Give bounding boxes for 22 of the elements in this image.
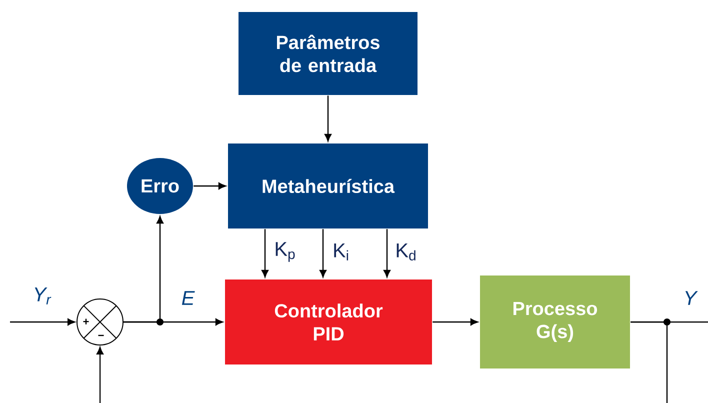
plant-box: Processo G(s)	[480, 275, 630, 368]
edge-label: Y	[682, 290, 698, 306]
controller-box: Controlador PID	[225, 279, 432, 364]
arrow	[384, 229, 390, 278]
arrow	[262, 229, 268, 278]
edge-label: K$_{p}$	[273, 241, 297, 263]
arrow	[320, 229, 326, 278]
arrow	[432, 318, 478, 326]
sign-label: +	[83, 318, 89, 324]
sign-label: −	[98, 334, 104, 336]
edge-label: K$_{i}$	[332, 242, 350, 262]
edge-label: Y$_{r}$	[32, 286, 52, 306]
arrow	[124, 216, 164, 323]
process-box: Metaheurística	[228, 144, 428, 228]
arrow	[10, 318, 75, 326]
arrow	[324, 96, 332, 142]
arrow	[194, 182, 226, 190]
edge-label: E	[180, 290, 196, 306]
arrow	[96, 347, 104, 403]
input-box: Parâmetros de entrada	[238, 12, 418, 95]
edge-label: K$_{d}$	[394, 242, 418, 262]
summing-junction	[76, 298, 124, 346]
